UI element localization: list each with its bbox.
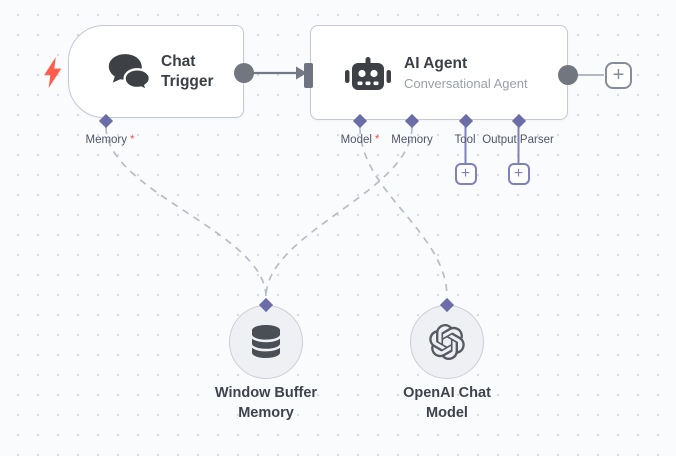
node-ai-agent[interactable]: AI Agent Conversational Agent <box>304 25 568 120</box>
node-openai-chat-model[interactable] <box>410 305 484 379</box>
required-asterisk: * <box>374 134 380 146</box>
trigger-bolt-icon <box>44 57 62 93</box>
output-endpoint-chat-trigger[interactable] <box>234 63 254 83</box>
required-asterisk: * <box>130 134 135 146</box>
wire-memory-to-agent[interactable] <box>265 126 413 298</box>
input-connector[interactable] <box>304 63 313 88</box>
node-chat-trigger[interactable]: Chat Trigger <box>68 25 244 118</box>
wire-arrowhead <box>296 66 307 80</box>
node-window-buffer-memory[interactable] <box>229 305 303 379</box>
port-label-text: Memory <box>85 134 128 146</box>
add-tool-button[interactable]: + <box>454 163 477 185</box>
node-title: Chat Trigger <box>161 53 214 90</box>
wire-model-to-agent[interactable] <box>359 126 448 298</box>
database-icon <box>252 325 280 358</box>
output-endpoint-ai-agent[interactable] <box>558 65 578 85</box>
add-node-button[interactable]: + <box>605 62 632 89</box>
port-label-model: Model* <box>310 134 410 148</box>
port-label-text: Model <box>340 134 372 146</box>
port-label-text: Output Parser <box>482 134 554 146</box>
chat-bubbles-icon <box>107 53 152 93</box>
node-label-openai-chat-model: OpenAI Chat Model <box>403 385 491 421</box>
port-label-text: Tool <box>454 134 476 146</box>
port-label-output-parser: Output Parser <box>458 134 578 148</box>
robot-icon <box>344 56 392 96</box>
wire-memory-to-trigger[interactable] <box>105 126 267 298</box>
node-label-window-buffer-memory: Window Buffer Memory <box>214 385 318 421</box>
port-label-text: Memory <box>391 134 433 146</box>
port-label-trigger-memory: Memory* <box>50 134 170 148</box>
add-output-parser-button[interactable]: + <box>507 163 530 185</box>
node-subtitle: Conversational Agent <box>404 76 528 92</box>
openai-icon <box>429 324 465 360</box>
port-label-tool: Tool <box>415 134 515 148</box>
node-title: AI Agent <box>404 54 468 72</box>
port-label-memory: Memory <box>362 134 462 148</box>
